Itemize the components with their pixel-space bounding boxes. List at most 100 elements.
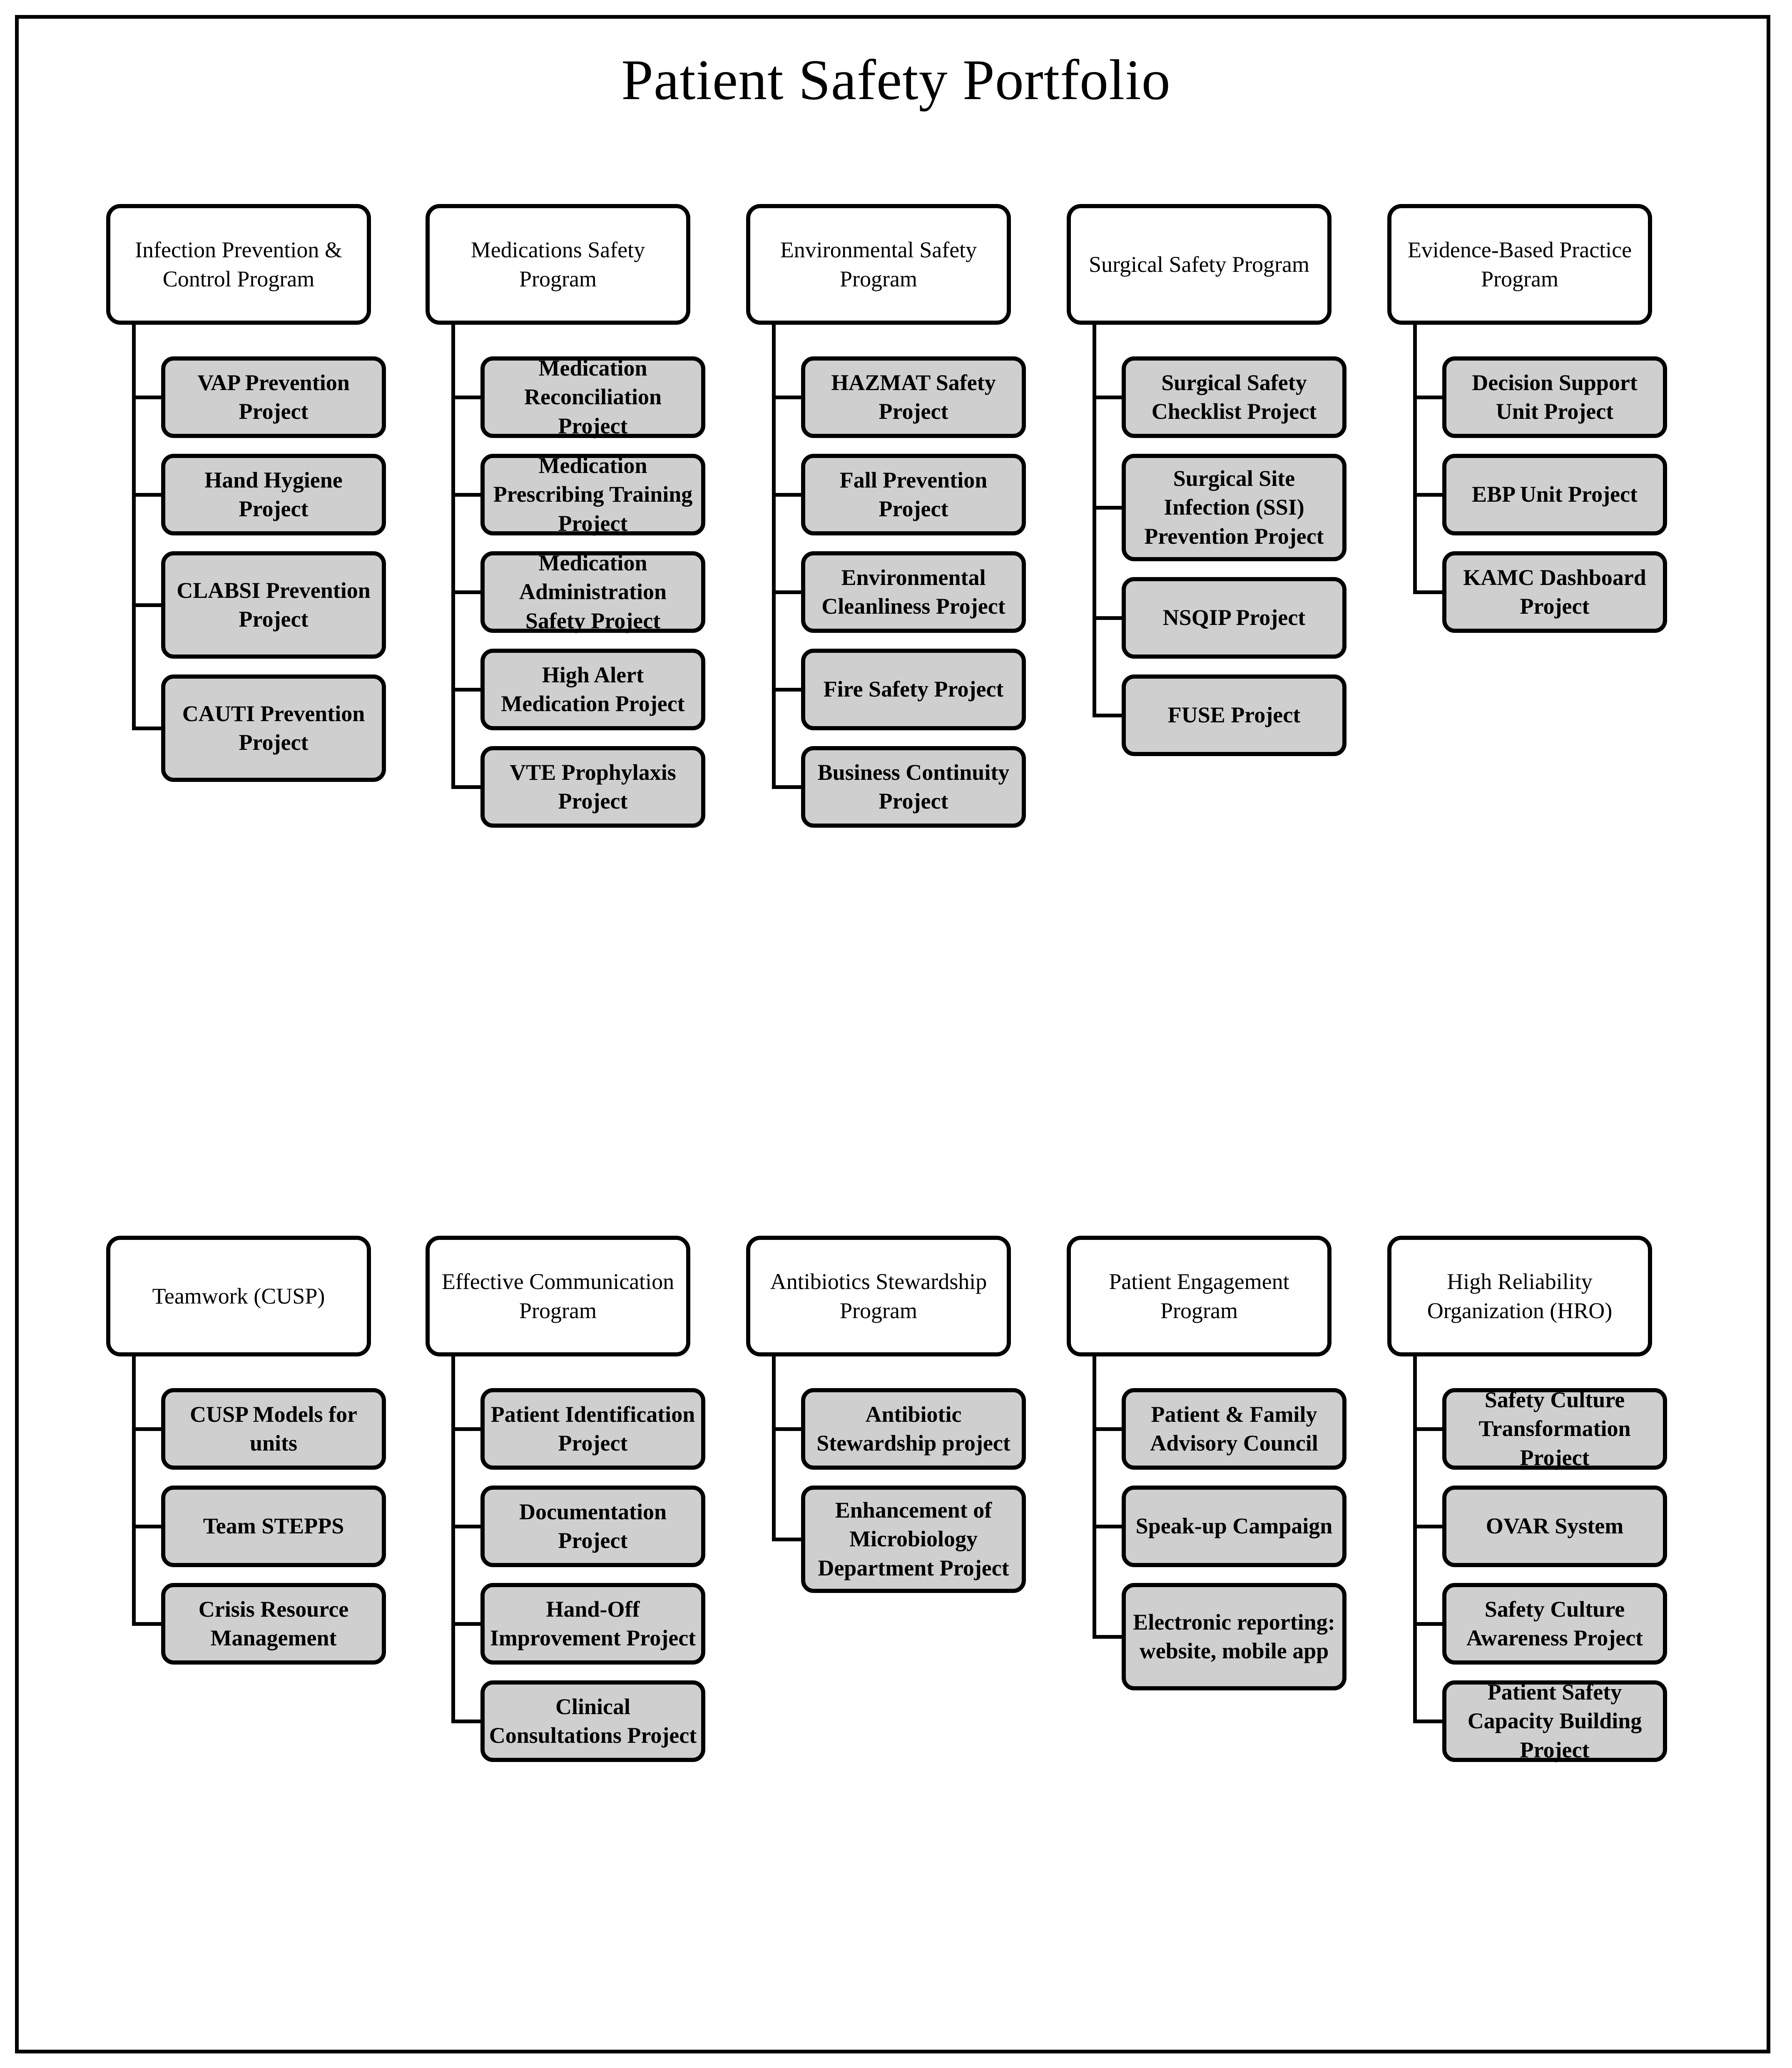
project-box[interactable]: HAZMAT Safety Project (801, 356, 1026, 438)
project-label: Clinical Consultations Project (489, 1694, 697, 1748)
program-box-evidence-based-practice-program[interactable]: Evidence-Based Practice Program (1387, 204, 1652, 325)
project-label: NSQIP Project (1162, 605, 1306, 630)
project-box[interactable]: Fall Prevention Project (801, 454, 1026, 535)
program-box-high-reliability-organization-hro[interactable]: High Reliability Organization (HRO) (1387, 1236, 1652, 1356)
project-label: VAP Prevention Project (197, 370, 350, 424)
connector-trunk (1093, 323, 1096, 717)
project-label: Antibiotic Stewardship project (816, 1401, 1010, 1456)
project-box[interactable]: Enhancement of Microbiology Department P… (801, 1486, 1026, 1593)
connector-stub (451, 785, 483, 789)
project-label: Medication Prescribing Training Project (493, 453, 693, 536)
project-box[interactable]: EBP Unit Project (1442, 454, 1667, 535)
connector-stub (772, 785, 804, 789)
project-box[interactable]: FUSE Project (1122, 674, 1346, 756)
project-box[interactable]: Crisis Resource Management (161, 1583, 386, 1665)
project-box[interactable]: Speak-up Campaign (1122, 1486, 1346, 1567)
program-box-medications-safety-program[interactable]: Medications Safety Program (426, 204, 690, 325)
project-box[interactable]: CAUTI Prevention Project (161, 674, 386, 782)
project-box[interactable]: NSQIP Project (1122, 577, 1346, 659)
project-box[interactable]: VAP Prevention Project (161, 356, 386, 438)
program-label: Medications Safety Program (470, 237, 645, 291)
project-box[interactable]: KAMC Dashboard Project (1442, 551, 1667, 633)
program-box-antibiotics-stewardship-program[interactable]: Antibiotics Stewardship Program (746, 1236, 1011, 1356)
project-box[interactable]: Patient Identification Project (480, 1388, 705, 1470)
connector-stub (132, 493, 164, 497)
project-label: Fall Prevention Project (839, 467, 988, 521)
program-box-teamwork-cusp[interactable]: Teamwork (CUSP) (106, 1236, 371, 1356)
project-label: High Alert Medication Project (501, 662, 685, 716)
program-box-infection-prevention-control-program[interactable]: Infection Prevention & Control Program (106, 204, 371, 325)
project-label: Surgical Safety Checklist Project (1151, 370, 1317, 424)
connector-stub (1413, 1720, 1445, 1723)
project-box[interactable]: VTE Prophylaxis Project (480, 746, 705, 828)
connector-stub (1093, 506, 1124, 510)
project-label: FUSE Project (1167, 702, 1301, 728)
program-box-environmental-safety-program[interactable]: Environmental Safety Program (746, 204, 1011, 325)
project-box[interactable]: Medication Prescribing Training Project (480, 453, 705, 536)
program-label: Effective Communication Program (441, 1269, 674, 1323)
connector-stub (132, 396, 164, 399)
project-box[interactable]: Patient Safety Capacity Building Project (1442, 1680, 1667, 1762)
connector-trunk (451, 323, 455, 789)
connector-stub (132, 727, 164, 730)
connector-stub (772, 1427, 804, 1431)
project-label: Crisis Resource Management (198, 1596, 349, 1650)
project-box[interactable]: CUSP Models for units (161, 1388, 386, 1470)
project-label: Hand-Off Improvement Project (490, 1596, 696, 1650)
connector-stub (772, 396, 804, 399)
project-box[interactable]: Hand Hygiene Project (161, 454, 386, 535)
project-box[interactable]: Clinical Consultations Project (480, 1680, 705, 1762)
project-box[interactable]: OVAR System (1442, 1486, 1667, 1567)
project-label: Team STEPPS (203, 1513, 344, 1539)
page-border-frame (15, 15, 1770, 2053)
project-label: Electronic reporting: website, mobile ap… (1133, 1609, 1335, 1663)
project-box[interactable]: Environmental Cleanliness Project (801, 551, 1026, 633)
project-label: Decision Support Unit Project (1472, 370, 1638, 424)
project-label: CLABSI Prevention Project (177, 577, 371, 632)
project-box[interactable]: Medication Reconciliation Project (480, 356, 705, 438)
project-box[interactable]: Fire Safety Project (801, 649, 1026, 730)
project-box[interactable]: Safety Culture Awareness Project (1442, 1583, 1667, 1665)
program-box-surgical-safety-program[interactable]: Surgical Safety Program (1067, 204, 1332, 325)
project-label: Environmental Cleanliness Project (821, 565, 1006, 619)
connector-stub (1413, 396, 1445, 399)
project-box[interactable]: Decision Support Unit Project (1442, 356, 1667, 438)
connector-trunk (451, 1355, 455, 1723)
project-box[interactable]: Antibiotic Stewardship project (801, 1388, 1026, 1470)
connector-stub (451, 688, 483, 692)
project-label: Medication Reconciliation Project (524, 356, 662, 438)
connector-stub (772, 590, 804, 594)
project-label: Fire Safety Project (823, 677, 1004, 702)
project-box[interactable]: Surgical Site Infection (SSI) Prevention… (1122, 454, 1346, 561)
connector-stub (1413, 1622, 1445, 1626)
project-box[interactable]: Patient & Family Advisory Council (1122, 1388, 1346, 1470)
connector-trunk (1413, 1355, 1417, 1723)
project-label: Speak-up Campaign (1135, 1513, 1333, 1539)
connector-stub (1093, 1427, 1124, 1431)
connector-stub (1093, 1635, 1124, 1639)
program-label: Antibiotics Stewardship Program (770, 1269, 987, 1323)
connector-stub (451, 590, 483, 594)
project-box[interactable]: Documentation Project (480, 1486, 705, 1567)
project-box[interactable]: Safety Culture Transformation Project (1442, 1387, 1667, 1470)
project-box[interactable]: High Alert Medication Project (480, 649, 705, 730)
project-label: CAUTI Prevention Project (182, 701, 365, 755)
connector-stub (1413, 493, 1445, 497)
project-box[interactable]: Medication Administration Safety Project (480, 550, 705, 633)
project-label: Patient Safety Capacity Building Project (1467, 1680, 1642, 1762)
project-box[interactable]: Electronic reporting: website, mobile ap… (1122, 1583, 1346, 1690)
project-label: Documentation Project (519, 1499, 667, 1553)
program-box-effective-communication-program[interactable]: Effective Communication Program (426, 1236, 690, 1356)
program-box-patient-engagement-program[interactable]: Patient Engagement Program (1067, 1236, 1332, 1356)
project-box[interactable]: Surgical Safety Checklist Project (1122, 356, 1346, 438)
project-box[interactable]: CLABSI Prevention Project (161, 551, 386, 659)
program-label: Environmental Safety Program (780, 237, 977, 291)
project-label: Hand Hygiene Project (204, 467, 343, 521)
connector-stub (1093, 396, 1124, 399)
connector-stub (132, 1525, 164, 1528)
project-box[interactable]: Hand-Off Improvement Project (480, 1583, 705, 1665)
project-box[interactable]: Business Continuity Project (801, 746, 1026, 828)
program-label: High Reliability Organization (HRO) (1427, 1269, 1613, 1323)
project-box[interactable]: Team STEPPS (161, 1486, 386, 1567)
